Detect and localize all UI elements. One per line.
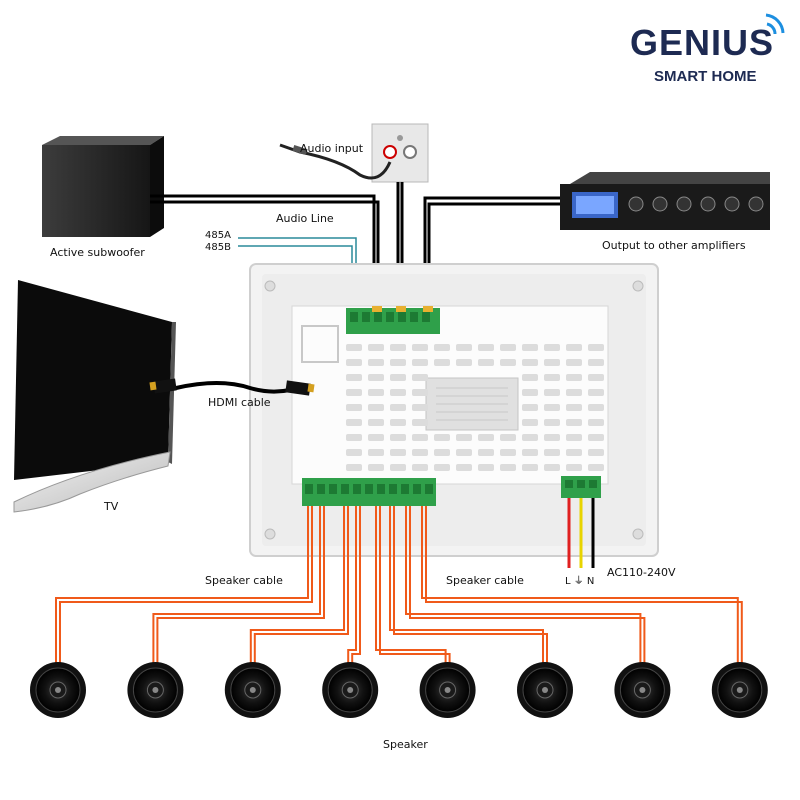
power-label: AC110-240V [607, 566, 676, 579]
ceiling-speaker-icon [30, 662, 86, 718]
ceiling-speaker-icon [711, 662, 768, 718]
rs485a-label: 485A [205, 230, 231, 241]
speaker-cable-left-label: Speaker cable [205, 574, 283, 587]
ceiling-speaker-icon [127, 662, 184, 718]
ceiling-speaker-icon [419, 662, 476, 718]
power-terminal-labels: L ⏚ N [565, 576, 595, 587]
subwoofer-icon [42, 136, 164, 237]
audio-jack-cable-icon [279, 143, 392, 180]
speaker-label: Speaker [383, 738, 428, 751]
speaker-terminal-block [302, 478, 436, 506]
output-amplifiers-label: Output to other amplifiers [602, 239, 746, 252]
audio-input-label: Audio input [300, 142, 364, 155]
active-subwoofer-label: Active subwoofer [50, 246, 145, 259]
brand-logo: GENIUS [630, 22, 775, 63]
ceiling-speaker-icon [322, 662, 379, 718]
power-terminal-block [561, 476, 601, 498]
audio-input-plate-icon [371, 123, 429, 183]
panel-vent-grid [346, 344, 604, 471]
tv-label: TV [104, 500, 119, 513]
speaker-cables [55, 506, 743, 668]
ceiling-speaker-icon [614, 662, 671, 718]
amplifier-icon [560, 172, 770, 230]
speaker-cable-right-label: Speaker cable [446, 574, 524, 587]
ceiling-speaker-icon [224, 662, 281, 718]
hdmi-cable [149, 378, 315, 396]
power-wires [567, 498, 595, 568]
brand-signal-icon [765, 13, 785, 35]
audio-line-label: Audio Line [276, 212, 334, 225]
top-terminal-block [346, 306, 440, 334]
tv-icon [13, 280, 176, 513]
ceiling-speaker-icon [517, 662, 573, 718]
speaker-row [30, 662, 768, 718]
brand-tagline: SMART HOME [654, 68, 757, 85]
hdmi-cable-label: HDMI cable [208, 396, 271, 409]
rs485b-label: 485B [205, 242, 231, 253]
